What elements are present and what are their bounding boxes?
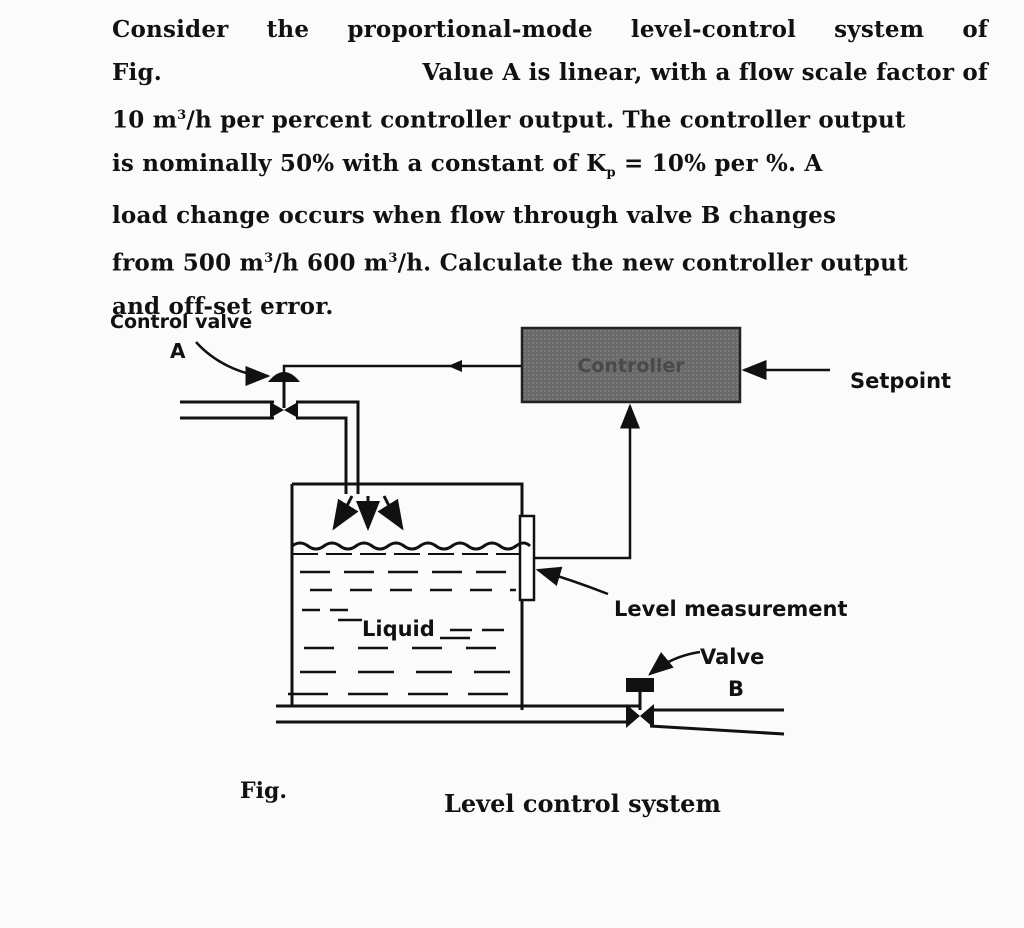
valve-b-actuator	[626, 678, 654, 692]
valve-a-body	[270, 402, 298, 418]
feedback-line	[534, 403, 640, 560]
level-control-diagram: Control valve A Controller Setpoint Liqu…	[110, 311, 951, 818]
text-part: = 10% per %. A	[624, 149, 823, 177]
valve-a-leader-arrow	[195, 341, 271, 386]
word: level-control	[630, 16, 797, 43]
figure-caption: Level control system	[444, 789, 721, 818]
problem-text: 10 m3/h per percent controller output. T…	[112, 94, 906, 142]
word: system	[834, 16, 925, 43]
problem-text: and off-set error.	[112, 292, 334, 320]
problem-text: is nominally 50% with a constant of Kp =…	[112, 142, 823, 195]
problem-text: from 500 m3/h 600 m3/h. Calculate the ne…	[112, 237, 908, 285]
setpoint-label: Setpoint	[850, 369, 951, 393]
level-measurement-label: Level measurement	[614, 597, 848, 621]
inflow-arrow-right	[377, 495, 404, 531]
valve-b-body	[626, 704, 654, 728]
problem-statement: Consider the proportional-mode level-con…	[112, 8, 988, 328]
superscript: 3	[264, 251, 274, 267]
liquid-surface	[291, 541, 532, 551]
inlet-pipe-outer	[296, 400, 360, 494]
inflow-arrow-left	[332, 495, 359, 531]
word: Consider	[112, 16, 229, 43]
liquid-label: Liquid	[362, 617, 435, 641]
text-part: is nominally 50% with a constant of K	[112, 149, 607, 177]
valve-b-label: Valve	[700, 645, 764, 669]
sight-glass	[518, 514, 536, 602]
problem-line-6: from 500 m3/h 600 m3/h. Calculate the ne…	[112, 237, 988, 285]
valve-a-label: A	[170, 339, 186, 363]
problem-text: load change occurs when flow through val…	[112, 202, 837, 230]
controller-label: Controller	[577, 355, 685, 377]
signal-arrow	[448, 360, 462, 372]
word: the	[266, 16, 310, 43]
text-part: 10 m	[112, 106, 178, 134]
subscript: p	[606, 165, 616, 181]
fig-label: Fig.	[240, 778, 287, 804]
control-valve-label: Control valve	[110, 311, 252, 333]
text-part: /h. Calculate the new controller output	[397, 249, 908, 277]
text-part: /h 600 m	[273, 249, 389, 277]
tank-right-wall	[292, 482, 524, 710]
outlet-pipe-bottom-right	[649, 724, 785, 736]
problem-line-2: Fig. Value A is linear, with a flow scal…	[112, 51, 988, 94]
signal-line-to-valve	[282, 364, 522, 380]
valve-b-letter: B	[728, 677, 744, 701]
controller-box	[520, 326, 742, 404]
superscript: 3	[388, 251, 398, 267]
problem-text: Value A is linear, with a flow scale fac…	[422, 59, 988, 86]
text-part: /h per percent controller output. The co…	[186, 106, 906, 134]
fig-reference: Fig.	[112, 59, 162, 86]
problem-line-7: and off-set error.	[112, 285, 988, 328]
valve-b-leader	[648, 650, 701, 676]
inlet-pipe-inner	[296, 416, 348, 494]
level-measurement-leader	[535, 566, 609, 596]
problem-line-5: load change occurs when flow through val…	[112, 194, 988, 237]
word: of	[962, 16, 988, 43]
word: proportional-mode	[347, 16, 593, 43]
problem-line-1: Consider the proportional-mode level-con…	[112, 8, 988, 51]
problem-line-3: 10 m3/h per percent controller output. T…	[112, 94, 988, 142]
problem-line-4: is nominally 50% with a constant of Kp =…	[112, 142, 988, 195]
text-part: from 500 m	[112, 249, 265, 277]
superscript: 3	[177, 108, 187, 123]
